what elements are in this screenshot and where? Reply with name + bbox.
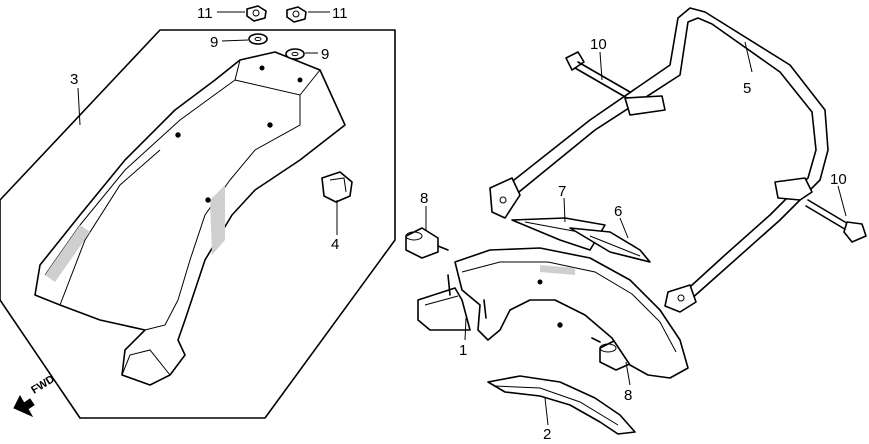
spacer-part-upper	[405, 227, 449, 259]
callout-9-right: 9	[321, 46, 329, 63]
callout-9-left: 9	[210, 34, 218, 51]
callout-10-lower: 10	[830, 171, 847, 188]
bolt-part-lower	[805, 199, 867, 243]
callout-7: 7	[558, 183, 566, 200]
inner-fender-part	[34, 51, 346, 386]
grab-rail-part	[489, 7, 829, 313]
callout-5: 5	[743, 80, 751, 97]
callout-11-left: 11	[197, 5, 213, 22]
washer-part-right	[285, 48, 305, 60]
nut-part-left	[246, 5, 267, 22]
callout-8-upper: 8	[420, 190, 428, 207]
washer-part-left	[248, 33, 268, 45]
callout-11-right: 11	[332, 5, 348, 22]
callout-1: 1	[459, 342, 467, 359]
nut-part-right	[286, 6, 307, 23]
lower-strip-part	[487, 375, 636, 435]
callout-2: 2	[543, 426, 551, 443]
callout-10-upper: 10	[590, 36, 607, 53]
strip-part-6	[569, 227, 651, 263]
callout-6: 6	[614, 203, 622, 220]
rear-fender-part	[417, 247, 689, 379]
group-outline-box	[0, 29, 396, 419]
callout-8-lower: 8	[624, 387, 632, 404]
clip-part	[321, 171, 353, 203]
leader-lines	[77, 11, 847, 426]
callout-4: 4	[331, 236, 339, 253]
bolt-part-upper	[565, 51, 631, 99]
callout-3: 3	[70, 71, 78, 88]
forward-direction-arrow	[13, 394, 35, 418]
